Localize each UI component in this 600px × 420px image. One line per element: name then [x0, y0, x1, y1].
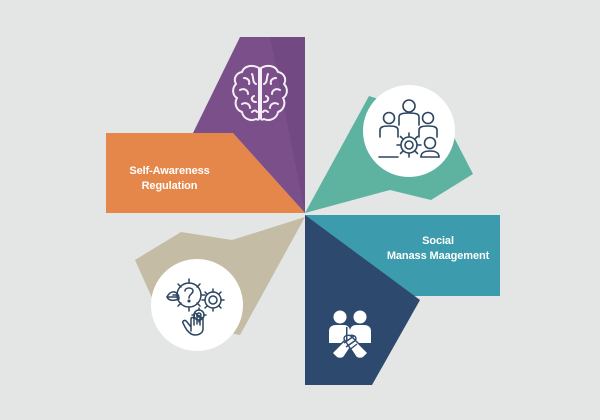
gears-icon-circle [151, 259, 243, 351]
label-line: Manass Maagement [386, 250, 490, 262]
label-line: Regulation [141, 180, 198, 192]
label-line: Self-Awareness [129, 165, 210, 177]
label-social-management: Social Manass Maagement [378, 234, 498, 264]
segment-purple [193, 37, 305, 213]
team-icon-circle [363, 85, 455, 177]
gears-mind-hand-icon [166, 278, 225, 336]
brain-icon [232, 64, 288, 122]
team-gear-icon [378, 99, 440, 158]
segment-purple-shade [270, 37, 305, 213]
label-line: Social [422, 235, 454, 247]
handshake-people-icon [329, 310, 371, 360]
segment-blue [305, 215, 500, 296]
segment-orange [106, 133, 305, 213]
label-self-awareness-regulation: Self-Awareness Regulation [112, 164, 227, 194]
